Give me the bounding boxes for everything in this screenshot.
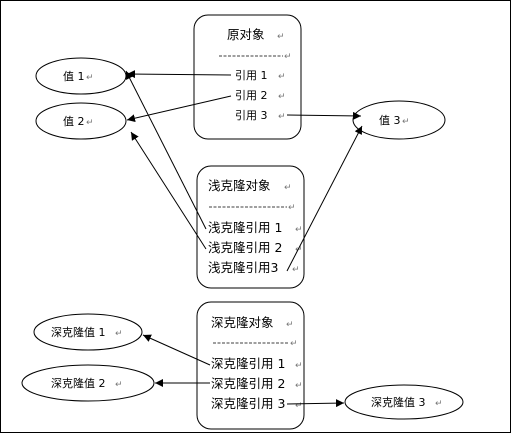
deep-ref-1: 深克隆引用 1: [211, 356, 285, 371]
return-mark: ↵: [284, 52, 292, 62]
return-mark: ↵: [295, 225, 303, 235]
arrow-shallow-ref2-to-value2: [130, 131, 207, 250]
deep-value-3-label: 深克隆值 3: [371, 395, 426, 409]
return-mark: ↵: [278, 72, 286, 82]
return-mark: ↵: [115, 380, 123, 390]
arrow-deep-ref3-to-deep-value3: [286, 399, 345, 408]
deep-ref-2: 深克隆引用 2: [211, 376, 285, 391]
arrow-ref2-to-value2: [126, 95, 232, 123]
value-3-label: 值 3: [379, 114, 401, 127]
deep-value-2-ellipse: [21, 364, 155, 402]
return-mark: ↵: [115, 329, 123, 339]
value-2-ellipse: [35, 102, 127, 140]
return-mark: ↵: [435, 399, 443, 409]
arrow-ref3-to-value3: [286, 111, 362, 120]
return-mark: ↵: [86, 118, 94, 128]
original-ref-1: 引用 1: [235, 68, 268, 82]
return-mark: ↵: [295, 245, 303, 255]
return-mark: ↵: [295, 361, 303, 371]
shallow-ref-1: 浅克隆引用 1: [208, 220, 282, 235]
shallow-ref-2: 浅克隆引用 2: [208, 240, 282, 255]
shallow-ref-3: 浅克隆引用3: [208, 260, 278, 275]
arrow-ref1-to-value1: [126, 70, 232, 79]
return-mark: ↵: [284, 183, 292, 193]
deep-clone-box: [196, 301, 305, 430]
deep-value-2-label: 深克隆值 2: [51, 376, 106, 390]
shallow-clone-title: 浅克隆对象: [208, 178, 271, 193]
original-ref-3: 引用 3: [235, 108, 268, 122]
deep-value-3-ellipse: [344, 384, 464, 420]
return-mark: ↵: [286, 320, 294, 330]
return-mark: ↵: [295, 381, 303, 391]
original-object-box: [193, 14, 302, 140]
deep-value-1-label: 深克隆值 1: [51, 325, 106, 339]
value-1-label: 值 1: [63, 70, 85, 83]
return-mark: ↵: [295, 401, 303, 411]
shallow-clone-box: [196, 165, 305, 289]
arrow-shallow-ref3-to-value3: [286, 125, 363, 272]
return-mark: ↵: [278, 112, 286, 122]
value-3-ellipse: [352, 100, 446, 140]
return-mark: ↵: [402, 117, 410, 127]
deep-clone-title: 深克隆对象: [211, 315, 274, 330]
return-mark: ↵: [292, 265, 300, 275]
deep-ref-3: 深克隆引用 3: [211, 396, 285, 411]
return-mark: ↵: [290, 339, 298, 349]
original-object-title: 原对象: [227, 27, 265, 42]
return-mark: ↵: [277, 32, 285, 42]
value-2-label: 值 2: [63, 115, 85, 128]
return-mark: ↵: [288, 203, 296, 213]
deep-value-1-ellipse: [33, 313, 143, 351]
arrow-deep-ref1-to-deep-value1: [142, 334, 211, 366]
return-mark: ↵: [278, 92, 286, 102]
return-mark: ↵: [86, 73, 94, 83]
original-ref-2: 引用 2: [235, 88, 268, 102]
arrow-shallow-ref1-to-value1: [125, 70, 207, 230]
